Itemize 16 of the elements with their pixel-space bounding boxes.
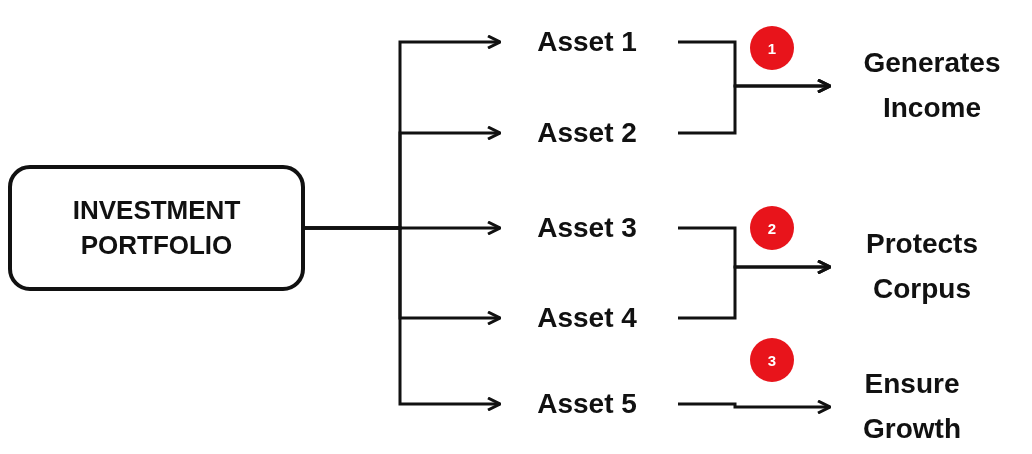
arrow [678, 259, 832, 320]
number-badge: 1 [750, 26, 794, 70]
arrow [678, 78, 832, 135]
asset-label: Asset 1 [512, 22, 662, 62]
number-badge: 2 [750, 206, 794, 250]
asset-label: Asset 4 [512, 298, 662, 338]
outcome-label: Generates Income [842, 40, 1022, 132]
arrow [678, 399, 832, 415]
asset-label: Asset 5 [512, 384, 662, 424]
outcome-label: Ensure Growth [842, 361, 982, 453]
asset-label: Asset 2 [512, 113, 662, 153]
portfolio-box: INVESTMENT PORTFOLIO [8, 165, 305, 291]
number-badge: 3 [750, 338, 794, 382]
outcome-label: Protects Corpus [842, 221, 1002, 313]
arrow [305, 226, 502, 412]
asset-label: Asset 3 [512, 208, 662, 248]
